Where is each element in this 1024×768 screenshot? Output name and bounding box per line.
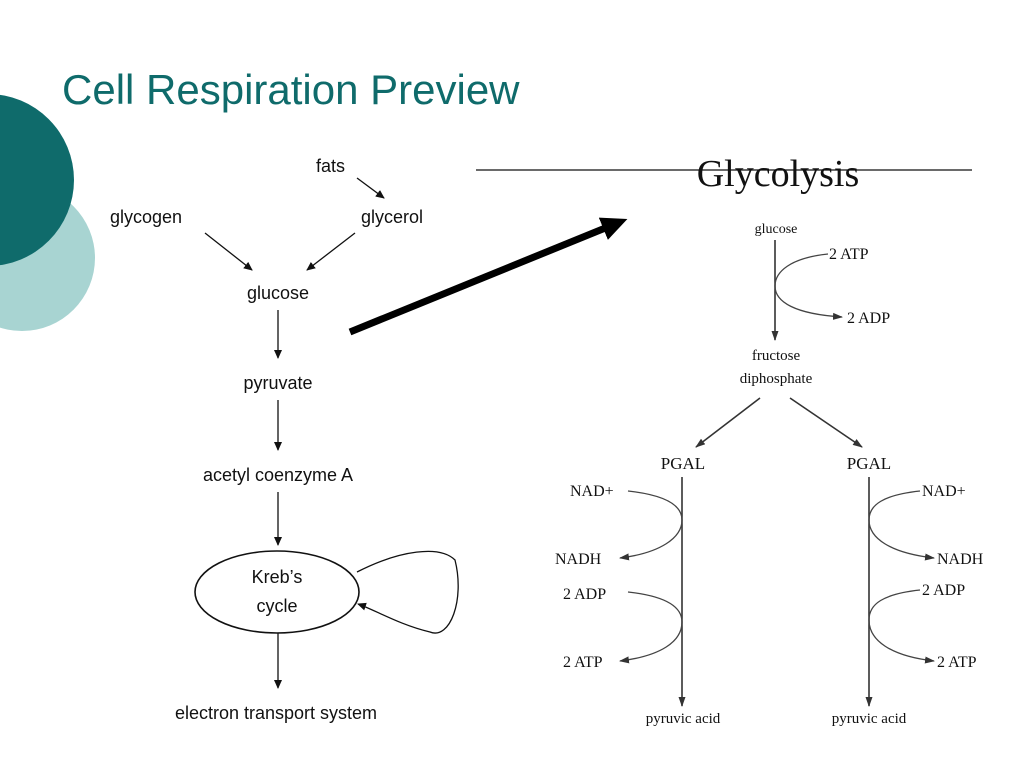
gly-right-nadh: NADH [937,551,984,568]
label-glycerol: glycerol [361,207,423,227]
label-pyruvate: pyruvate [243,373,312,393]
gly-right-2atp: 2 ATP [937,654,977,671]
gly-left-nad-plus: NAD+ [570,483,614,500]
arrow-glycerol-glucose [306,232,356,271]
gly-atp-curve [774,253,843,320]
gly-label-2adp-out: 2 ADP [847,310,890,327]
slide-decoration [0,94,95,331]
gly-left-nadh: NADH [555,551,602,568]
big-arrow-to-glycolysis [348,217,628,336]
gly-label-diphosphate: diphosphate [740,371,813,387]
gly-label-2atp-in: 2 ATP [829,246,869,263]
gly-right-product: pyruvic acid [832,711,907,727]
label-glucose: glucose [247,283,309,303]
gly-label-pgal-left: PGAL [661,454,705,473]
gly-left-2atp: 2 ATP [563,654,603,671]
label-krebs-line2: cycle [256,596,297,616]
gly-left-adp-curve [619,591,683,664]
gly-label-fructose: fructose [752,348,801,364]
arrow-fats-glycerol [356,177,385,199]
gly-right-nad-plus: NAD+ [922,483,966,500]
label-glycogen: glycogen [110,207,182,227]
gly-arrow-fructose-pgal-left [695,397,761,448]
gly-right-adp-curve [868,589,935,664]
gly-left-2adp: 2 ADP [563,586,606,603]
gly-right-nad-curve [868,490,935,561]
krebs-loop-arrow [356,550,459,634]
gly-label-pgal-right: PGAL [847,454,891,473]
glycolysis-title: Glycolysis [697,153,860,195]
gly-right-2adp: 2 ADP [922,582,965,599]
gly-left-nad-curve [619,490,683,561]
decor-circle-dark [0,94,74,266]
slide-title: Cell Respiration Preview [62,66,520,113]
gly-label-glucose: glucose [755,222,798,237]
arrow-glycogen-glucose [204,232,253,271]
gly-arrow-fructose-pgal-right [789,397,863,448]
label-acetyl-coa: acetyl coenzyme A [203,465,353,485]
label-ets: electron transport system [175,703,377,723]
label-krebs-line1: Kreb’s [252,567,303,587]
gly-left-product: pyruvic acid [646,711,721,727]
krebs-cycle-ellipse [194,550,360,634]
label-fats: fats [316,156,345,176]
